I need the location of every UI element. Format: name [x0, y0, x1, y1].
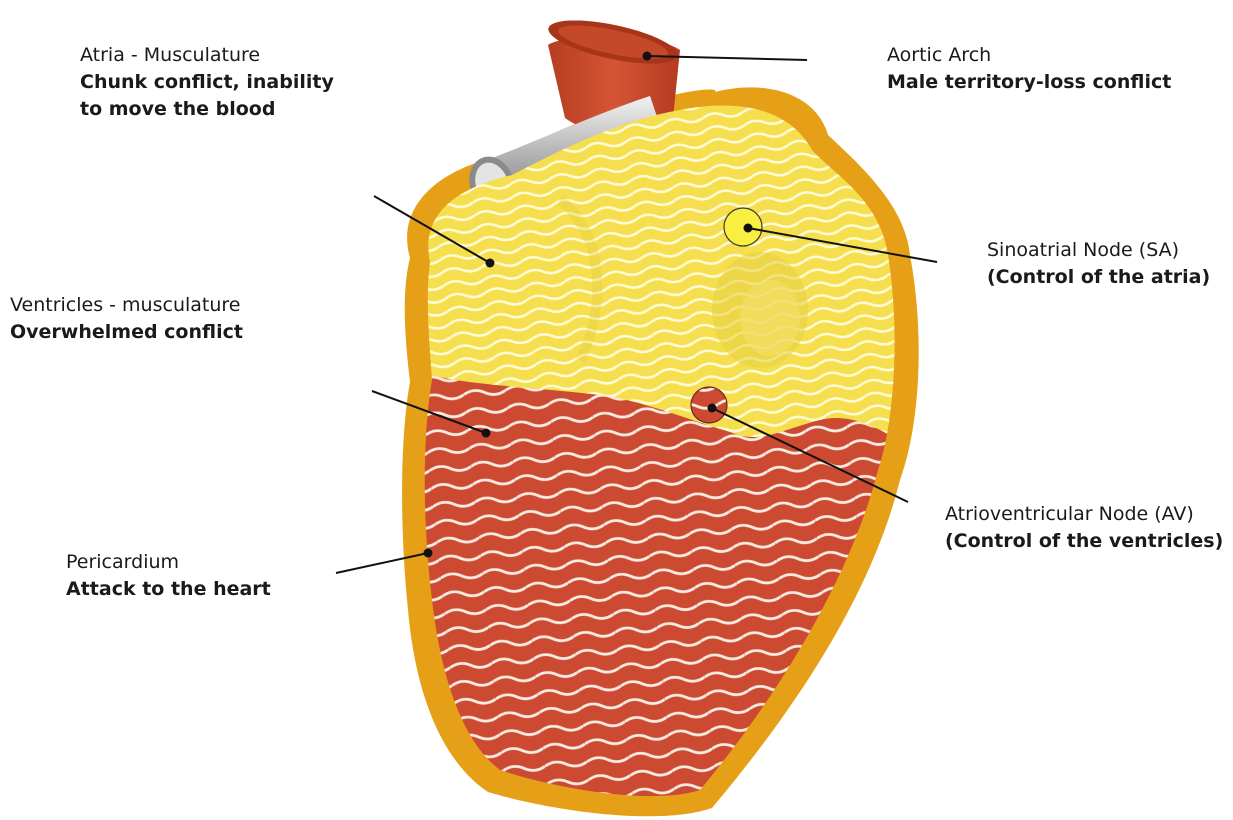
atria-desc-line1: Chunk conflict, inability [80, 69, 334, 96]
sinoatrial-label: Sinoatrial Node (SA) (Control of the atr… [987, 237, 1210, 291]
pericardium-title: Pericardium [66, 549, 271, 576]
aortic-arch-title: Aortic Arch [887, 42, 1171, 69]
ventricles-title: Ventricles - musculature [10, 292, 243, 319]
atrioventricular-label: Atrioventricular Node (AV) (Control of t… [945, 501, 1223, 555]
atria-label: Atria - Musculature Chunk conflict, inab… [80, 42, 334, 123]
atrioventricular-title: Atrioventricular Node (AV) [945, 501, 1223, 528]
sinoatrial-desc: (Control of the atria) [987, 264, 1210, 291]
sinoatrial-title: Sinoatrial Node (SA) [987, 237, 1210, 264]
atrioventricular-desc: (Control of the ventricles) [945, 528, 1223, 555]
leader-dot-pericardium [424, 549, 433, 558]
leader-dot-ventricles [482, 429, 491, 438]
sinoatrial-node [724, 208, 762, 246]
ventricles-desc: Overwhelmed conflict [10, 319, 243, 346]
leader-dot-aortic-arch [643, 52, 652, 61]
atria-desc-line2: to move the blood [80, 96, 334, 123]
leader-dot-atria [486, 259, 495, 268]
leader-dot-sinoatrial [744, 224, 753, 233]
atria-title: Atria - Musculature [80, 42, 334, 69]
aortic-arch-desc: Male territory-loss conflict [887, 69, 1171, 96]
aortic-arch-label: Aortic Arch Male territory-loss conflict [887, 42, 1171, 96]
pericardium-label: Pericardium Attack to the heart [66, 549, 271, 603]
pericardium-desc: Attack to the heart [66, 576, 271, 603]
leader-dot-atrioventricular [708, 404, 717, 413]
ventricles-label: Ventricles - musculature Overwhelmed con… [10, 292, 243, 346]
